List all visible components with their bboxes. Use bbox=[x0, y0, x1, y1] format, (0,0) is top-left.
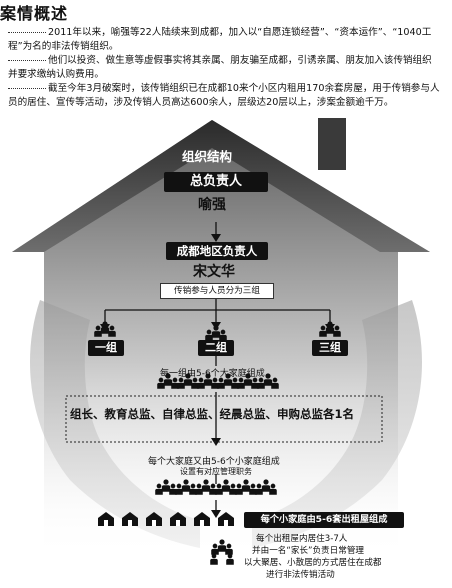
rental-house-icon bbox=[170, 512, 186, 526]
person-icon bbox=[223, 373, 233, 386]
person-icon bbox=[319, 325, 327, 337]
group-box-3: 三组 bbox=[312, 340, 348, 356]
rental-house-icon bbox=[194, 512, 210, 526]
overview-paragraph-1: 2011年以来，喻强等22人陆续来到成都，加入以“自愿连锁经营”、“资本运作”、… bbox=[8, 26, 440, 53]
person-icon bbox=[333, 325, 341, 337]
rental-house-icons bbox=[98, 512, 234, 526]
residents-note-3: 以大聚居、小散居的方式居住在成都 bbox=[244, 558, 382, 568]
supervisors-label: 组长、教育总监、自律总监、经晨总监、申购总监各1名 bbox=[70, 407, 354, 421]
person-icon bbox=[108, 325, 116, 337]
rental-house-icon bbox=[218, 512, 234, 526]
person-icon bbox=[215, 483, 223, 495]
right-hand-icon bbox=[252, 300, 422, 548]
person-icon bbox=[225, 543, 233, 555]
person-icon bbox=[210, 553, 218, 565]
person-icon bbox=[251, 377, 259, 389]
person-icon bbox=[171, 377, 179, 389]
person-icon bbox=[237, 377, 245, 389]
bullet-leader bbox=[8, 31, 46, 33]
supporting-hands bbox=[30, 300, 422, 548]
person-icon bbox=[175, 483, 183, 495]
families-note: 每一组由5-6个大家庭组成 bbox=[160, 369, 265, 379]
person-icon bbox=[100, 321, 110, 334]
person-icon bbox=[169, 483, 177, 495]
bullet-leader bbox=[8, 59, 46, 61]
person-icon bbox=[257, 377, 265, 389]
person-icon bbox=[235, 483, 243, 495]
person-icon bbox=[217, 539, 227, 552]
overview-paragraph-3: 截至今年3月破案时，该传销组织已在成都10来个小区内租用170余套房屋，用于传销… bbox=[8, 82, 440, 109]
arrow-down-icon bbox=[211, 510, 221, 518]
regional-name: 宋文华 bbox=[193, 264, 235, 280]
person-icon bbox=[205, 329, 213, 341]
connector-lines bbox=[104, 222, 331, 512]
person-icon bbox=[211, 325, 221, 338]
person-icon bbox=[189, 483, 197, 495]
person-icon bbox=[229, 483, 237, 495]
paragraph-text: 截至今年3月破案时，该传销组织已在成都10来个小区内租用170余套房屋，用于传销… bbox=[8, 83, 440, 108]
person-icon bbox=[217, 377, 225, 389]
residents-note-4: 进行非法传销活动 bbox=[266, 570, 335, 580]
small-families-note: 每个大家庭又由5-6个小家庭组成 bbox=[148, 457, 280, 467]
person-icon bbox=[221, 479, 231, 492]
person-icon bbox=[181, 479, 191, 492]
person-icon bbox=[161, 479, 171, 492]
person-icon bbox=[261, 479, 271, 492]
person-icon bbox=[219, 329, 227, 341]
person-icon bbox=[271, 377, 279, 389]
person-icon bbox=[191, 377, 199, 389]
person-icon bbox=[201, 479, 211, 492]
left-hand-icon bbox=[30, 300, 200, 548]
person-icon bbox=[209, 483, 217, 495]
chief-role-box: 总负责人 bbox=[164, 172, 268, 192]
person-icon bbox=[195, 483, 203, 495]
arrow-down-icon bbox=[211, 234, 221, 242]
person-icon bbox=[177, 377, 185, 389]
person-icon bbox=[203, 373, 213, 386]
chief-name: 喻强 bbox=[198, 197, 226, 213]
person-icon bbox=[211, 543, 219, 555]
chimney bbox=[318, 118, 346, 170]
residents-note-1: 每个出租屋内居住3-7人 bbox=[256, 534, 348, 544]
groups-note: 传销参与人员分为三组 bbox=[160, 283, 274, 299]
overview-paragraph-2: 他们以投资、做生意等虚假事实将其亲属、朋友骗至成都，引诱亲属、朋友加入该传销组织… bbox=[8, 54, 440, 81]
group-box-2: 二组 bbox=[198, 340, 234, 356]
person-icon bbox=[197, 377, 205, 389]
paragraph-text: 2011年以来，喻强等22人陆续来到成都，加入以“自愿连锁经营”、“资本运作”、… bbox=[8, 27, 432, 52]
rental-house-icon bbox=[146, 512, 162, 526]
person-icon bbox=[183, 373, 193, 386]
person-icon bbox=[249, 483, 257, 495]
house-roof bbox=[12, 120, 430, 252]
group-box-1: 一组 bbox=[88, 340, 124, 356]
person-icon bbox=[243, 373, 253, 386]
person-icon bbox=[155, 483, 163, 495]
rental-house-icon bbox=[98, 512, 114, 526]
paragraph-text: 他们以投资、做生意等虚假事实将其亲属、朋友骗至成都，引诱亲属、朋友加入该传销组织… bbox=[8, 55, 432, 80]
residents-note-2: 并由一名“家长”负责日常管理 bbox=[252, 546, 365, 556]
person-icon bbox=[269, 483, 277, 495]
person-icon bbox=[94, 325, 102, 337]
case-overview-title: 案情概述 bbox=[0, 4, 69, 23]
person-icon bbox=[157, 377, 165, 389]
person-icon bbox=[325, 321, 335, 334]
bullet-leader bbox=[8, 87, 46, 89]
regional-role-box: 成都地区负责人 bbox=[166, 242, 268, 260]
person-icon bbox=[226, 553, 234, 565]
rental-house-icon bbox=[122, 512, 138, 526]
supervisors-bracket bbox=[65, 395, 383, 443]
person-icon bbox=[163, 373, 173, 386]
people-icons bbox=[94, 321, 341, 565]
person-icon bbox=[241, 479, 251, 492]
houses-note: 每个小家庭由5-6套出租屋组成 bbox=[244, 512, 404, 528]
person-icon bbox=[263, 373, 273, 386]
management-note: 设置有对应管理职务 bbox=[180, 467, 252, 476]
person-icon bbox=[231, 377, 239, 389]
diagram-title: 组织结构 bbox=[182, 149, 233, 164]
person-icon bbox=[211, 377, 219, 389]
person-icon bbox=[255, 483, 263, 495]
